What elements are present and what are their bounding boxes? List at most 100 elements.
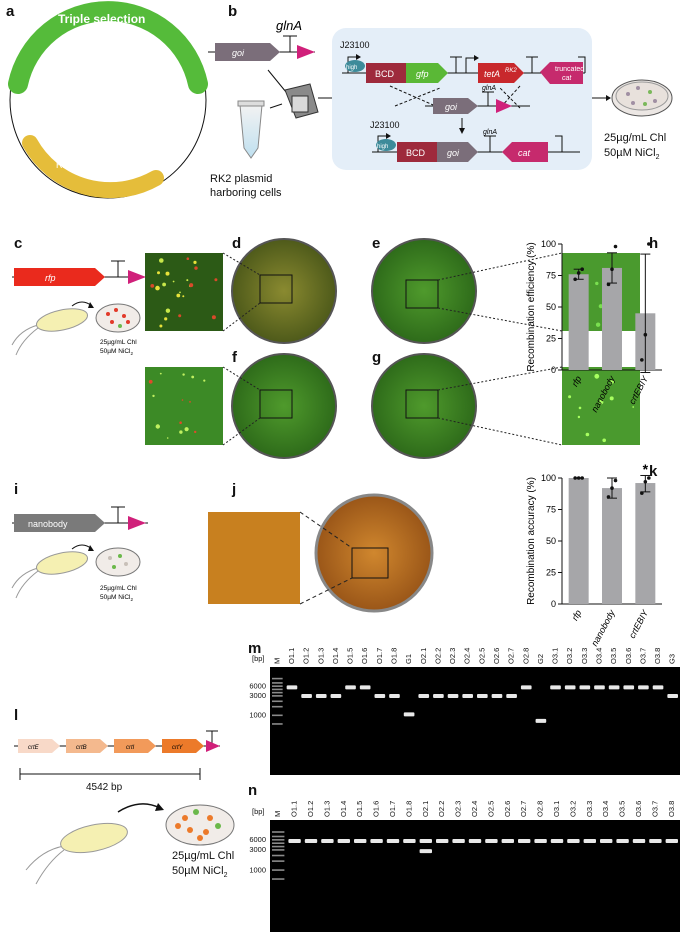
lane-label: O1.3 — [322, 801, 331, 817]
ladder-band — [272, 691, 283, 694]
sample-band — [403, 839, 416, 844]
sample-band — [315, 694, 327, 698]
zoom-d — [145, 253, 223, 331]
plasmid-map: Triple selection RK2 — [8, 1, 208, 199]
sample-band — [433, 694, 444, 698]
colony-dot — [150, 284, 155, 288]
lane-label: O2.8 — [521, 648, 530, 664]
lane-label: M — [272, 658, 281, 664]
ladder-band — [272, 854, 285, 857]
y-tick-label: 50 — [546, 536, 556, 546]
y-tick-label: 50 — [546, 302, 556, 312]
ladder-band — [272, 835, 285, 838]
construct-top: J23100 high BCD gfp tetA RK2 truncated c… — [340, 40, 586, 84]
crtY-label: crtY — [172, 745, 184, 751]
colony-dot — [164, 317, 168, 321]
sample-band — [616, 839, 629, 844]
sample-band — [321, 839, 334, 844]
data-point — [643, 479, 648, 484]
colony-dot — [166, 437, 169, 439]
significance-annotation: * — [643, 461, 649, 477]
colony-dot — [610, 379, 614, 384]
goi-label: goi — [232, 48, 245, 58]
goi-cassette: goi glnA — [208, 18, 315, 61]
lane-label: O2.6 — [492, 648, 501, 664]
y-tick-label: 0 — [551, 365, 556, 375]
chl-label-b: 25µg/mL Chl — [604, 132, 666, 144]
lane-label: O2.7 — [519, 801, 528, 817]
sample-band — [370, 839, 383, 844]
lane-label: G3 — [668, 654, 677, 664]
sample-band — [667, 694, 678, 698]
rk2-cells-line1: RK2 plasmid — [210, 173, 272, 185]
construct-bottom: J23100 high BCD goi glnA cat — [370, 120, 580, 162]
sample-band — [535, 718, 547, 723]
plate-j — [314, 493, 434, 613]
sample-band — [337, 839, 350, 844]
sample-band — [520, 685, 532, 690]
chl-label-l: 25µg/mL Chl — [172, 850, 234, 862]
colony-dot — [194, 266, 198, 270]
colony-dot — [203, 379, 206, 382]
plate-f-box — [259, 389, 293, 419]
sample-band — [419, 849, 432, 854]
lane-label: O3.6 — [624, 648, 633, 664]
y-tick-label: 75 — [546, 505, 556, 515]
lane-label: O2.5 — [477, 648, 486, 664]
sample-band — [436, 839, 449, 844]
lane-label: O1.1 — [287, 648, 296, 664]
panel-label-j: j — [231, 481, 236, 498]
data-point — [610, 486, 614, 490]
y-tick-label: 25 — [546, 568, 556, 578]
ladder-band — [272, 849, 285, 851]
ladder-band — [272, 677, 283, 680]
colony-dot — [598, 304, 603, 309]
colony-dot — [189, 283, 194, 288]
colony-dot — [189, 401, 191, 403]
lane-label: G2 — [536, 654, 545, 664]
data-point — [573, 476, 577, 480]
panel-label-n: n — [248, 782, 257, 799]
ladder-band — [272, 700, 283, 703]
sample-band — [345, 685, 356, 690]
sample-band — [477, 694, 488, 698]
crtE-label: crtE — [28, 745, 40, 751]
sample-band — [632, 839, 646, 844]
zoom-j — [208, 512, 300, 604]
lane-label: O1.7 — [375, 648, 384, 664]
lane-label: O1.1 — [290, 801, 299, 817]
sample-band — [594, 685, 605, 690]
ladder-band — [272, 845, 285, 848]
colony-dot — [179, 421, 182, 425]
plate-d-box — [259, 274, 293, 304]
ladder-band — [272, 688, 283, 691]
bar-crtEBIY — [635, 483, 656, 604]
lane-label: O3.4 — [601, 801, 610, 817]
colony-dot — [578, 406, 582, 410]
sample-band — [304, 839, 318, 844]
nicl-label-b: 50µM NiCl2 — [604, 147, 660, 161]
lane-label: O1.6 — [360, 648, 369, 664]
gel-background — [270, 667, 680, 775]
colony-dot — [585, 432, 590, 437]
sample-band — [623, 685, 635, 690]
colony-dot — [184, 427, 189, 432]
colony-dot — [632, 406, 635, 408]
plate-d — [231, 238, 337, 344]
panel-label-a: a — [6, 3, 15, 20]
agar-plate-b — [611, 79, 673, 117]
colony-dot — [148, 379, 153, 384]
sample-band — [330, 694, 342, 698]
panel-label-m: m — [248, 640, 261, 657]
cat-label-top: cat — [562, 75, 572, 82]
bar-rfp — [568, 478, 589, 604]
triple-selection-label: Triple selection — [58, 12, 145, 26]
panel-label-e: e — [372, 235, 380, 252]
ladder-band — [272, 869, 285, 871]
colony-dot — [599, 399, 604, 405]
crt-cassette: crtE crtB crtI crtY 4542 bp — [14, 730, 220, 793]
y-axis-label: Recombination accuracy (%) — [526, 477, 537, 605]
x-tick-label: nanobody — [589, 608, 617, 648]
sample-band — [534, 839, 547, 844]
